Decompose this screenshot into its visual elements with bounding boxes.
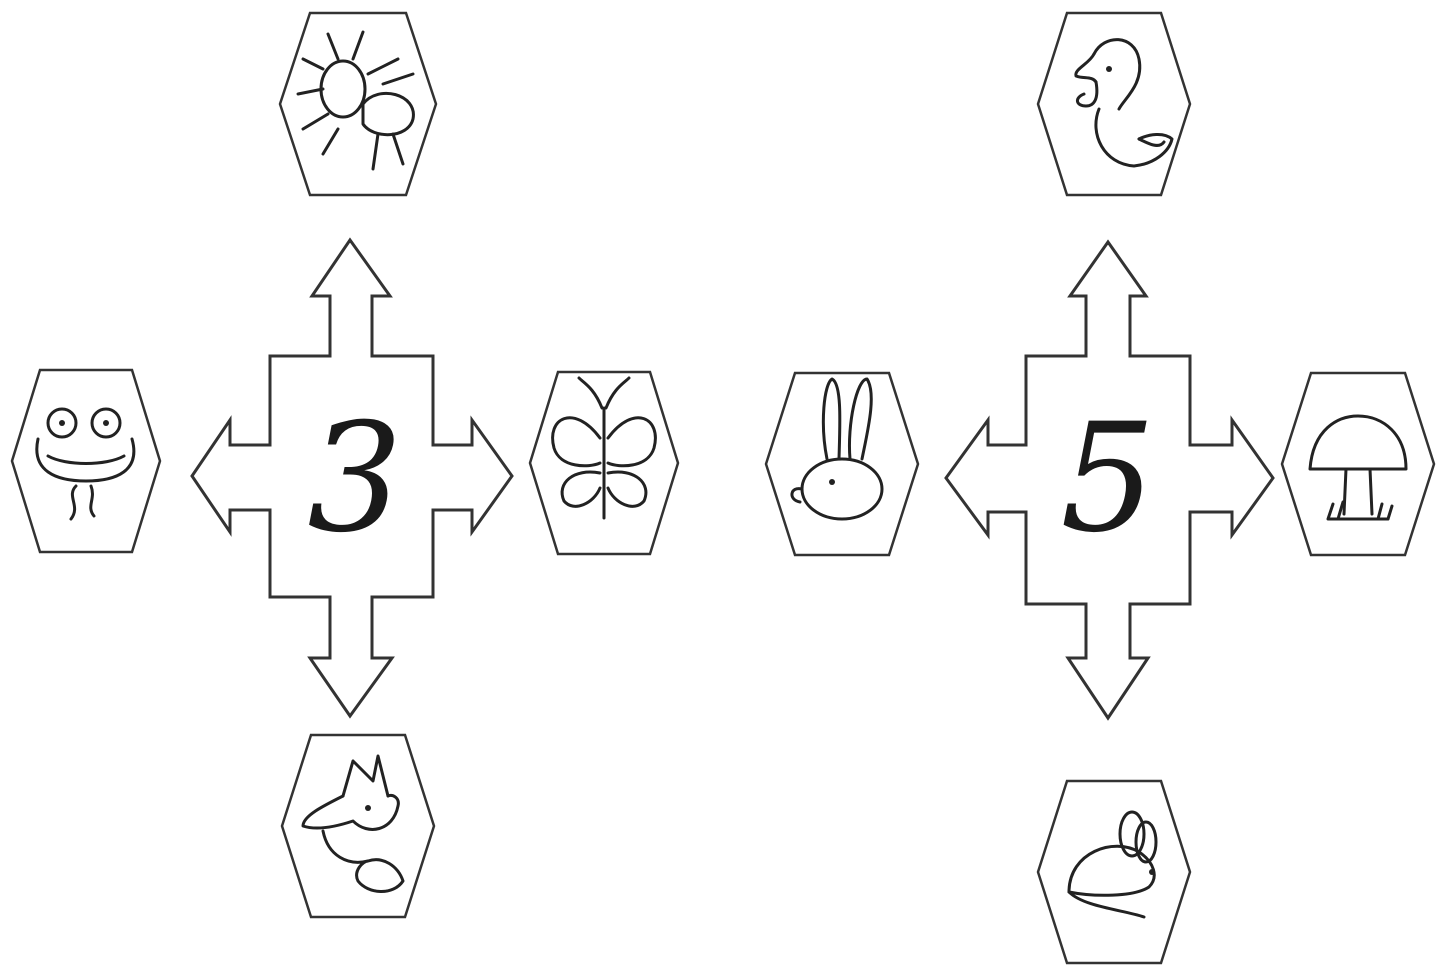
center-number-3: 3 — [307, 392, 402, 566]
tile-top-spider — [280, 13, 436, 195]
tile-left-rabbit — [766, 373, 918, 555]
tile-right-mushroom — [1282, 373, 1434, 555]
tile-left-frog — [12, 370, 160, 552]
tile-bottom-mouse — [1038, 781, 1190, 963]
puzzle-number-3: 3 — [12, 13, 678, 917]
tile-right-butterfly — [530, 372, 678, 554]
tile-top-duck — [1038, 13, 1190, 195]
puzzle-number-5: 5 — [766, 13, 1434, 963]
tile-bottom-fox — [282, 735, 434, 917]
center-number-5: 5 — [1060, 392, 1155, 566]
